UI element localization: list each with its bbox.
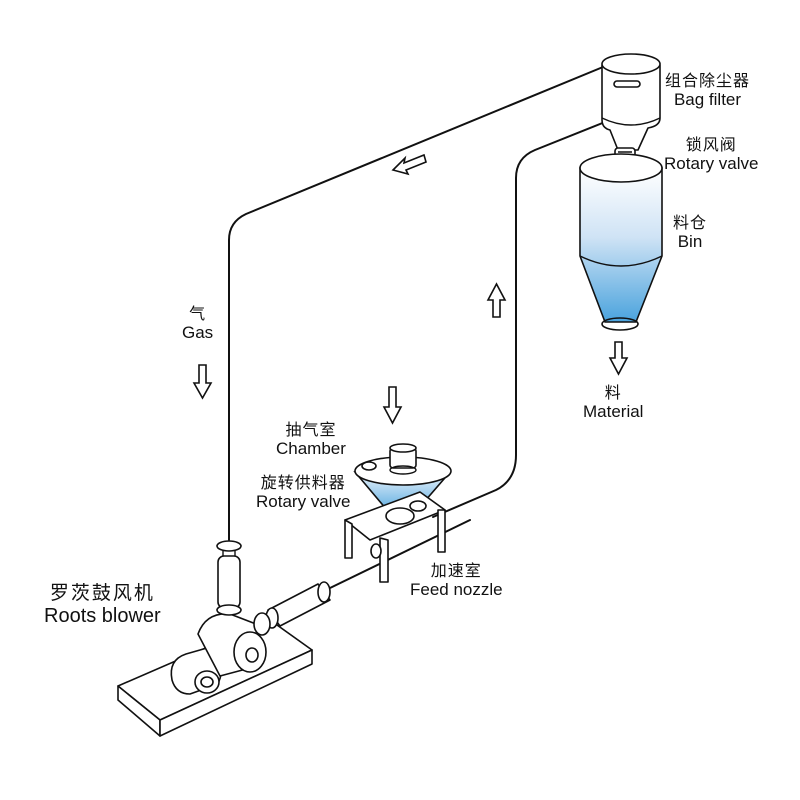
feed-rotary-valve-label-zh: 旋转供料器 xyxy=(260,473,346,492)
material-up-arrow xyxy=(486,282,507,318)
gas-label: 气 Gas xyxy=(182,304,214,343)
roots-blower-label: 罗茨鼓风机 Roots blower xyxy=(44,582,161,628)
material-label-en: Material xyxy=(583,402,644,422)
gas-label-zh: 气 xyxy=(189,304,207,323)
bag-filter xyxy=(601,53,661,151)
roots-blower-label-zh: 罗茨鼓风机 xyxy=(49,582,155,604)
roots-blower-label-en: Roots blower xyxy=(44,604,161,627)
roots-blower xyxy=(117,540,331,737)
top-rotary-valve-label-zh: 锁风阀 xyxy=(685,135,737,154)
material-out-arrow xyxy=(608,341,629,376)
bag-filter-label: 组合除尘器 Bag filter xyxy=(665,71,751,110)
blower-to-nozzle-line xyxy=(329,519,471,589)
bin-label-zh: 料仓 xyxy=(673,213,708,232)
chamber-label: 抽气室 Chamber xyxy=(276,420,346,459)
gas-return-arrow xyxy=(391,153,427,176)
material-label-zh: 料 xyxy=(604,383,622,402)
feed-table xyxy=(344,491,446,583)
gas-down-arrow xyxy=(192,364,213,400)
bin-label-en: Bin xyxy=(677,232,703,252)
feed-in-arrow xyxy=(382,386,403,425)
gas-return-pipe xyxy=(228,66,604,541)
feed-nozzle-label-en: Feed nozzle xyxy=(410,580,503,600)
top-rotary-valve-label: 锁风阀 Rotary valve xyxy=(664,135,759,174)
feed-nozzle-label: 加速室 Feed nozzle xyxy=(410,561,503,600)
chamber-label-zh: 抽气室 xyxy=(285,420,337,439)
material-label: 料 Material xyxy=(583,383,644,422)
bag-filter-label-en: Bag filter xyxy=(673,90,742,110)
bin-label: 料仓 Bin xyxy=(673,213,708,252)
top-rotary-valve-label-en: Rotary valve xyxy=(664,154,759,174)
feed-rotary-valve-label: 旋转供料器 Rotary valve xyxy=(256,473,351,512)
chamber-label-en: Chamber xyxy=(276,439,346,459)
material-conveying-pipe xyxy=(432,119,611,518)
bag-filter-label-zh: 组合除尘器 xyxy=(665,71,751,90)
gas-label-en: Gas xyxy=(182,323,214,343)
feed-rotary-valve-label-en: Rotary valve xyxy=(256,492,351,512)
feed-nozzle-label-zh: 加速室 xyxy=(430,561,482,580)
bin xyxy=(579,153,663,331)
feed-hopper xyxy=(353,443,452,517)
